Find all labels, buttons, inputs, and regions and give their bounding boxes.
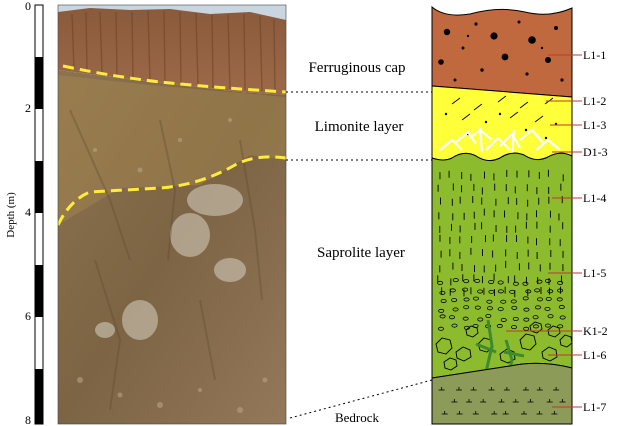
saprolite-ovals bbox=[437, 278, 566, 331]
column-layer-ferruginous-cap bbox=[431, 5, 573, 98]
ferruginous-nodules bbox=[438, 20, 564, 82]
sample-label-l1-4: L1-4 bbox=[583, 191, 606, 205]
sample-label-l1-1: L1-1 bbox=[583, 48, 606, 62]
depth-tick-8: 8 bbox=[25, 413, 31, 426]
sample-label-l1-3: L1-3 bbox=[583, 118, 606, 132]
boundary-limonite-saprolite bbox=[58, 155, 286, 226]
boundary-cap-limonite bbox=[62, 64, 286, 94]
depth-axis-label: Depth (m) bbox=[5, 192, 17, 238]
sample-label-k1-2: K1-2 bbox=[583, 324, 608, 338]
saprolite-boulders bbox=[435, 321, 573, 371]
sample-label-d1-3: D1-3 bbox=[583, 145, 608, 159]
column-layer-bedrock bbox=[431, 362, 573, 425]
layer-label-bedrock: Bedrock bbox=[335, 410, 380, 425]
sample-label-l1-5: L1-5 bbox=[583, 266, 606, 280]
sample-leaders bbox=[506, 54, 582, 408]
depth-tick-2: 2 bbox=[25, 101, 31, 115]
sample-label-l1-2: L1-2 bbox=[583, 94, 606, 108]
sample-labels: L1-1 L1-2 L1-3 D1-3 L1-4 L1-5 K1-2 L1-6 … bbox=[583, 48, 608, 414]
correlation-lines bbox=[286, 91, 433, 419]
depth-axis: 0 2 4 6 8 Depth (m) bbox=[5, 0, 44, 426]
layer-label-ferruginous-cap: Ferruginous cap bbox=[308, 60, 405, 76]
layer-label-limonite: Limonite layer bbox=[315, 119, 404, 135]
sample-label-l1-6: L1-6 bbox=[583, 348, 606, 362]
column-layer-limonite bbox=[431, 85, 573, 162]
outcrop-photo bbox=[58, 5, 286, 424]
depth-tick-6: 6 bbox=[25, 309, 31, 323]
depth-tick-4: 4 bbox=[25, 205, 31, 219]
depth-tick-0: 0 bbox=[25, 0, 31, 13]
stratigraphic-column bbox=[431, 5, 573, 425]
layer-label-saprolite: Saprolite layer bbox=[317, 245, 405, 261]
sample-label-l1-7: L1-7 bbox=[583, 400, 606, 414]
white-vein-network bbox=[439, 127, 561, 155]
bedrock-marks bbox=[438, 387, 566, 415]
